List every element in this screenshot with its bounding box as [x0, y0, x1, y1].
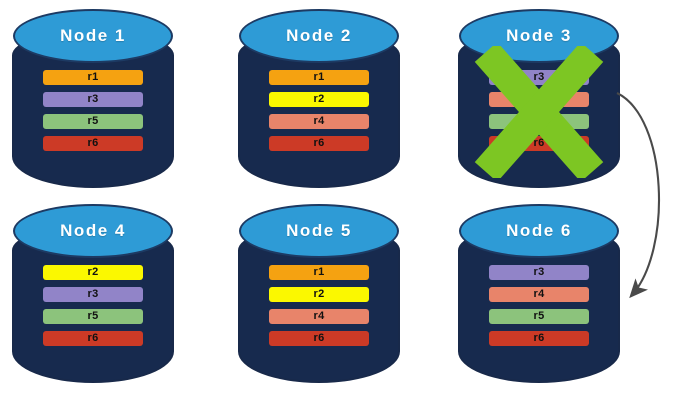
- replica-label: r4: [313, 310, 325, 322]
- replica-bar[interactable]: r1: [269, 265, 369, 280]
- node-6[interactable]: r3 r4 r5 r6 Node 6: [458, 203, 620, 383]
- replica-bar[interactable]: r3: [489, 265, 589, 280]
- replica-bar[interactable]: r3: [489, 70, 589, 85]
- replica-bar[interactable]: r6: [269, 331, 369, 346]
- replica-label: r4: [313, 115, 325, 127]
- replica-label: r6: [313, 137, 325, 149]
- node-3-top: Node 3: [459, 9, 619, 63]
- replica-bar[interactable]: r1: [43, 70, 143, 85]
- node-1[interactable]: r1 r3 r5 r6 Node 1: [12, 8, 174, 188]
- replica-label: r5: [533, 310, 545, 322]
- node-2[interactable]: r1 r2 r4 r6 Node 2: [238, 8, 400, 188]
- replica-bar[interactable]: r5: [43, 114, 143, 129]
- node-2-replica-list: r1 r2 r4 r6: [269, 70, 369, 158]
- replica-label: r6: [87, 332, 99, 344]
- replica-bar[interactable]: r6: [489, 136, 589, 151]
- node-4-label: Node 4: [60, 220, 126, 240]
- node-4-replica-list: r2 r3 r5 r6: [43, 265, 143, 353]
- replica-label: r6: [533, 137, 545, 149]
- replica-bar[interactable]: r5: [489, 114, 589, 129]
- replica-label: r5: [87, 115, 99, 127]
- replica-bar[interactable]: r4: [269, 309, 369, 324]
- replica-bar[interactable]: r2: [269, 92, 369, 107]
- replica-bar[interactable]: r4: [269, 114, 369, 129]
- replica-bar[interactable]: r1: [269, 70, 369, 85]
- replica-bar[interactable]: r2: [269, 287, 369, 302]
- replica-bar[interactable]: r3: [43, 92, 143, 107]
- node-2-top: Node 2: [239, 9, 399, 63]
- replica-label: r2: [87, 266, 99, 278]
- node-6-replica-list: r3 r4 r5 r6: [489, 265, 589, 353]
- replica-label: r3: [533, 71, 545, 83]
- node-1-label: Node 1: [60, 25, 126, 45]
- replica-label: r6: [533, 332, 545, 344]
- node-2-label: Node 2: [286, 25, 352, 45]
- replica-label: r4: [533, 93, 545, 105]
- replica-bar[interactable]: r6: [43, 331, 143, 346]
- replica-label: r1: [313, 71, 325, 83]
- replica-label: r5: [87, 310, 99, 322]
- replica-label: r1: [87, 71, 99, 83]
- node-4[interactable]: r2 r3 r5 r6 Node 4: [12, 203, 174, 383]
- replica-label: r3: [87, 93, 99, 105]
- node-5-replica-list: r1 r2 r4 r6: [269, 265, 369, 353]
- node-5-label: Node 5: [286, 220, 352, 240]
- node-5[interactable]: r1 r2 r4 r6 Node 5: [238, 203, 400, 383]
- replica-bar[interactable]: r4: [489, 287, 589, 302]
- node-6-label: Node 6: [506, 220, 572, 240]
- replica-label: r1: [313, 266, 325, 278]
- replica-bar[interactable]: r4: [489, 92, 589, 107]
- replica-bar[interactable]: r6: [489, 331, 589, 346]
- replica-bar[interactable]: r6: [43, 136, 143, 151]
- replica-bar[interactable]: r5: [489, 309, 589, 324]
- node-6-top: Node 6: [459, 204, 619, 258]
- node-3[interactable]: r3 r4 r5 r6 Node 3: [458, 8, 620, 188]
- replica-label: r2: [313, 93, 325, 105]
- replica-label: r6: [87, 137, 99, 149]
- replica-label: r5: [533, 115, 545, 127]
- node-1-top: Node 1: [13, 9, 173, 63]
- node-5-top: Node 5: [239, 204, 399, 258]
- node-1-replica-list: r1 r3 r5 r6: [43, 70, 143, 158]
- replica-label: r4: [533, 288, 545, 300]
- replica-label: r6: [313, 332, 325, 344]
- replica-label: r2: [313, 288, 325, 300]
- replica-bar[interactable]: r5: [43, 309, 143, 324]
- replica-bar[interactable]: r6: [269, 136, 369, 151]
- replica-bar[interactable]: r2: [43, 265, 143, 280]
- replica-label: r3: [87, 288, 99, 300]
- replica-bar[interactable]: r3: [43, 287, 143, 302]
- node-3-label: Node 3: [506, 25, 572, 45]
- node-3-replica-list: r3 r4 r5 r6: [489, 70, 589, 158]
- node-4-top: Node 4: [13, 204, 173, 258]
- replica-label: r3: [533, 266, 545, 278]
